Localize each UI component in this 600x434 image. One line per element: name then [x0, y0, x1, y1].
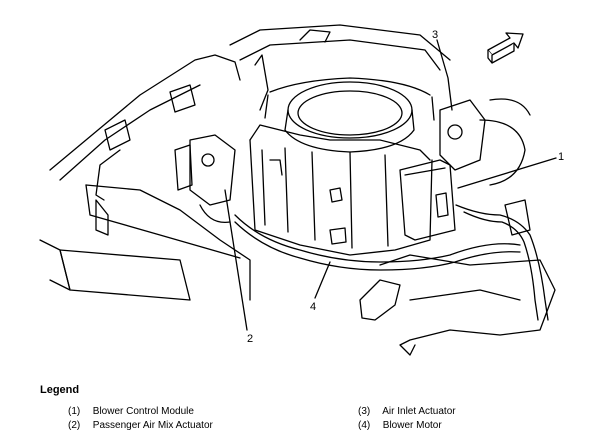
legend-item-number: (2): [68, 420, 81, 431]
blower-control-module: [399, 159, 456, 241]
callout-2: 2: [247, 333, 253, 345]
legend-item-label: Blower Control Module: [92, 406, 194, 417]
blower-motor-housing: [264, 77, 435, 153]
legend-title: Legend: [40, 384, 80, 396]
legend-item-4: (4) Blower Motor: [358, 420, 442, 431]
air-inlet-actuator: [439, 98, 531, 186]
hvac-module-diagram: 1 2 3 4: [39, 24, 564, 356]
callout-4: 4: [310, 301, 316, 313]
upper-duct-frame: [229, 24, 451, 111]
legend-item-1: (1) Blower Control Module: [68, 406, 194, 417]
callout-1: 1: [558, 151, 564, 163]
legend-item-number: (4): [358, 420, 371, 431]
legend-item-3: (3) Air Inlet Actuator: [358, 406, 456, 417]
legend-item-number: (3): [358, 406, 371, 417]
legend-item-label: Air Inlet Actuator: [382, 406, 456, 417]
callout-leaders: [224, 39, 557, 331]
legend-item-number: (1): [68, 406, 81, 417]
callout-3: 3: [432, 29, 438, 41]
air-box-body: [249, 124, 433, 256]
dash-panel-frame: [39, 54, 251, 301]
legend-item-2: (2) Passenger Air Mix Actuator: [68, 420, 213, 431]
legend-item-label: Blower Motor: [382, 420, 442, 431]
legend-item-label: Passenger Air Mix Actuator: [92, 420, 213, 431]
legend: Legend (1) Blower Control Module (2) Pas…: [0, 380, 600, 434]
air-mix-actuator: [174, 134, 236, 224]
lower-bracket: [359, 254, 556, 356]
wiring-harness: [234, 199, 549, 321]
forward-arrow-icon: [487, 32, 524, 64]
